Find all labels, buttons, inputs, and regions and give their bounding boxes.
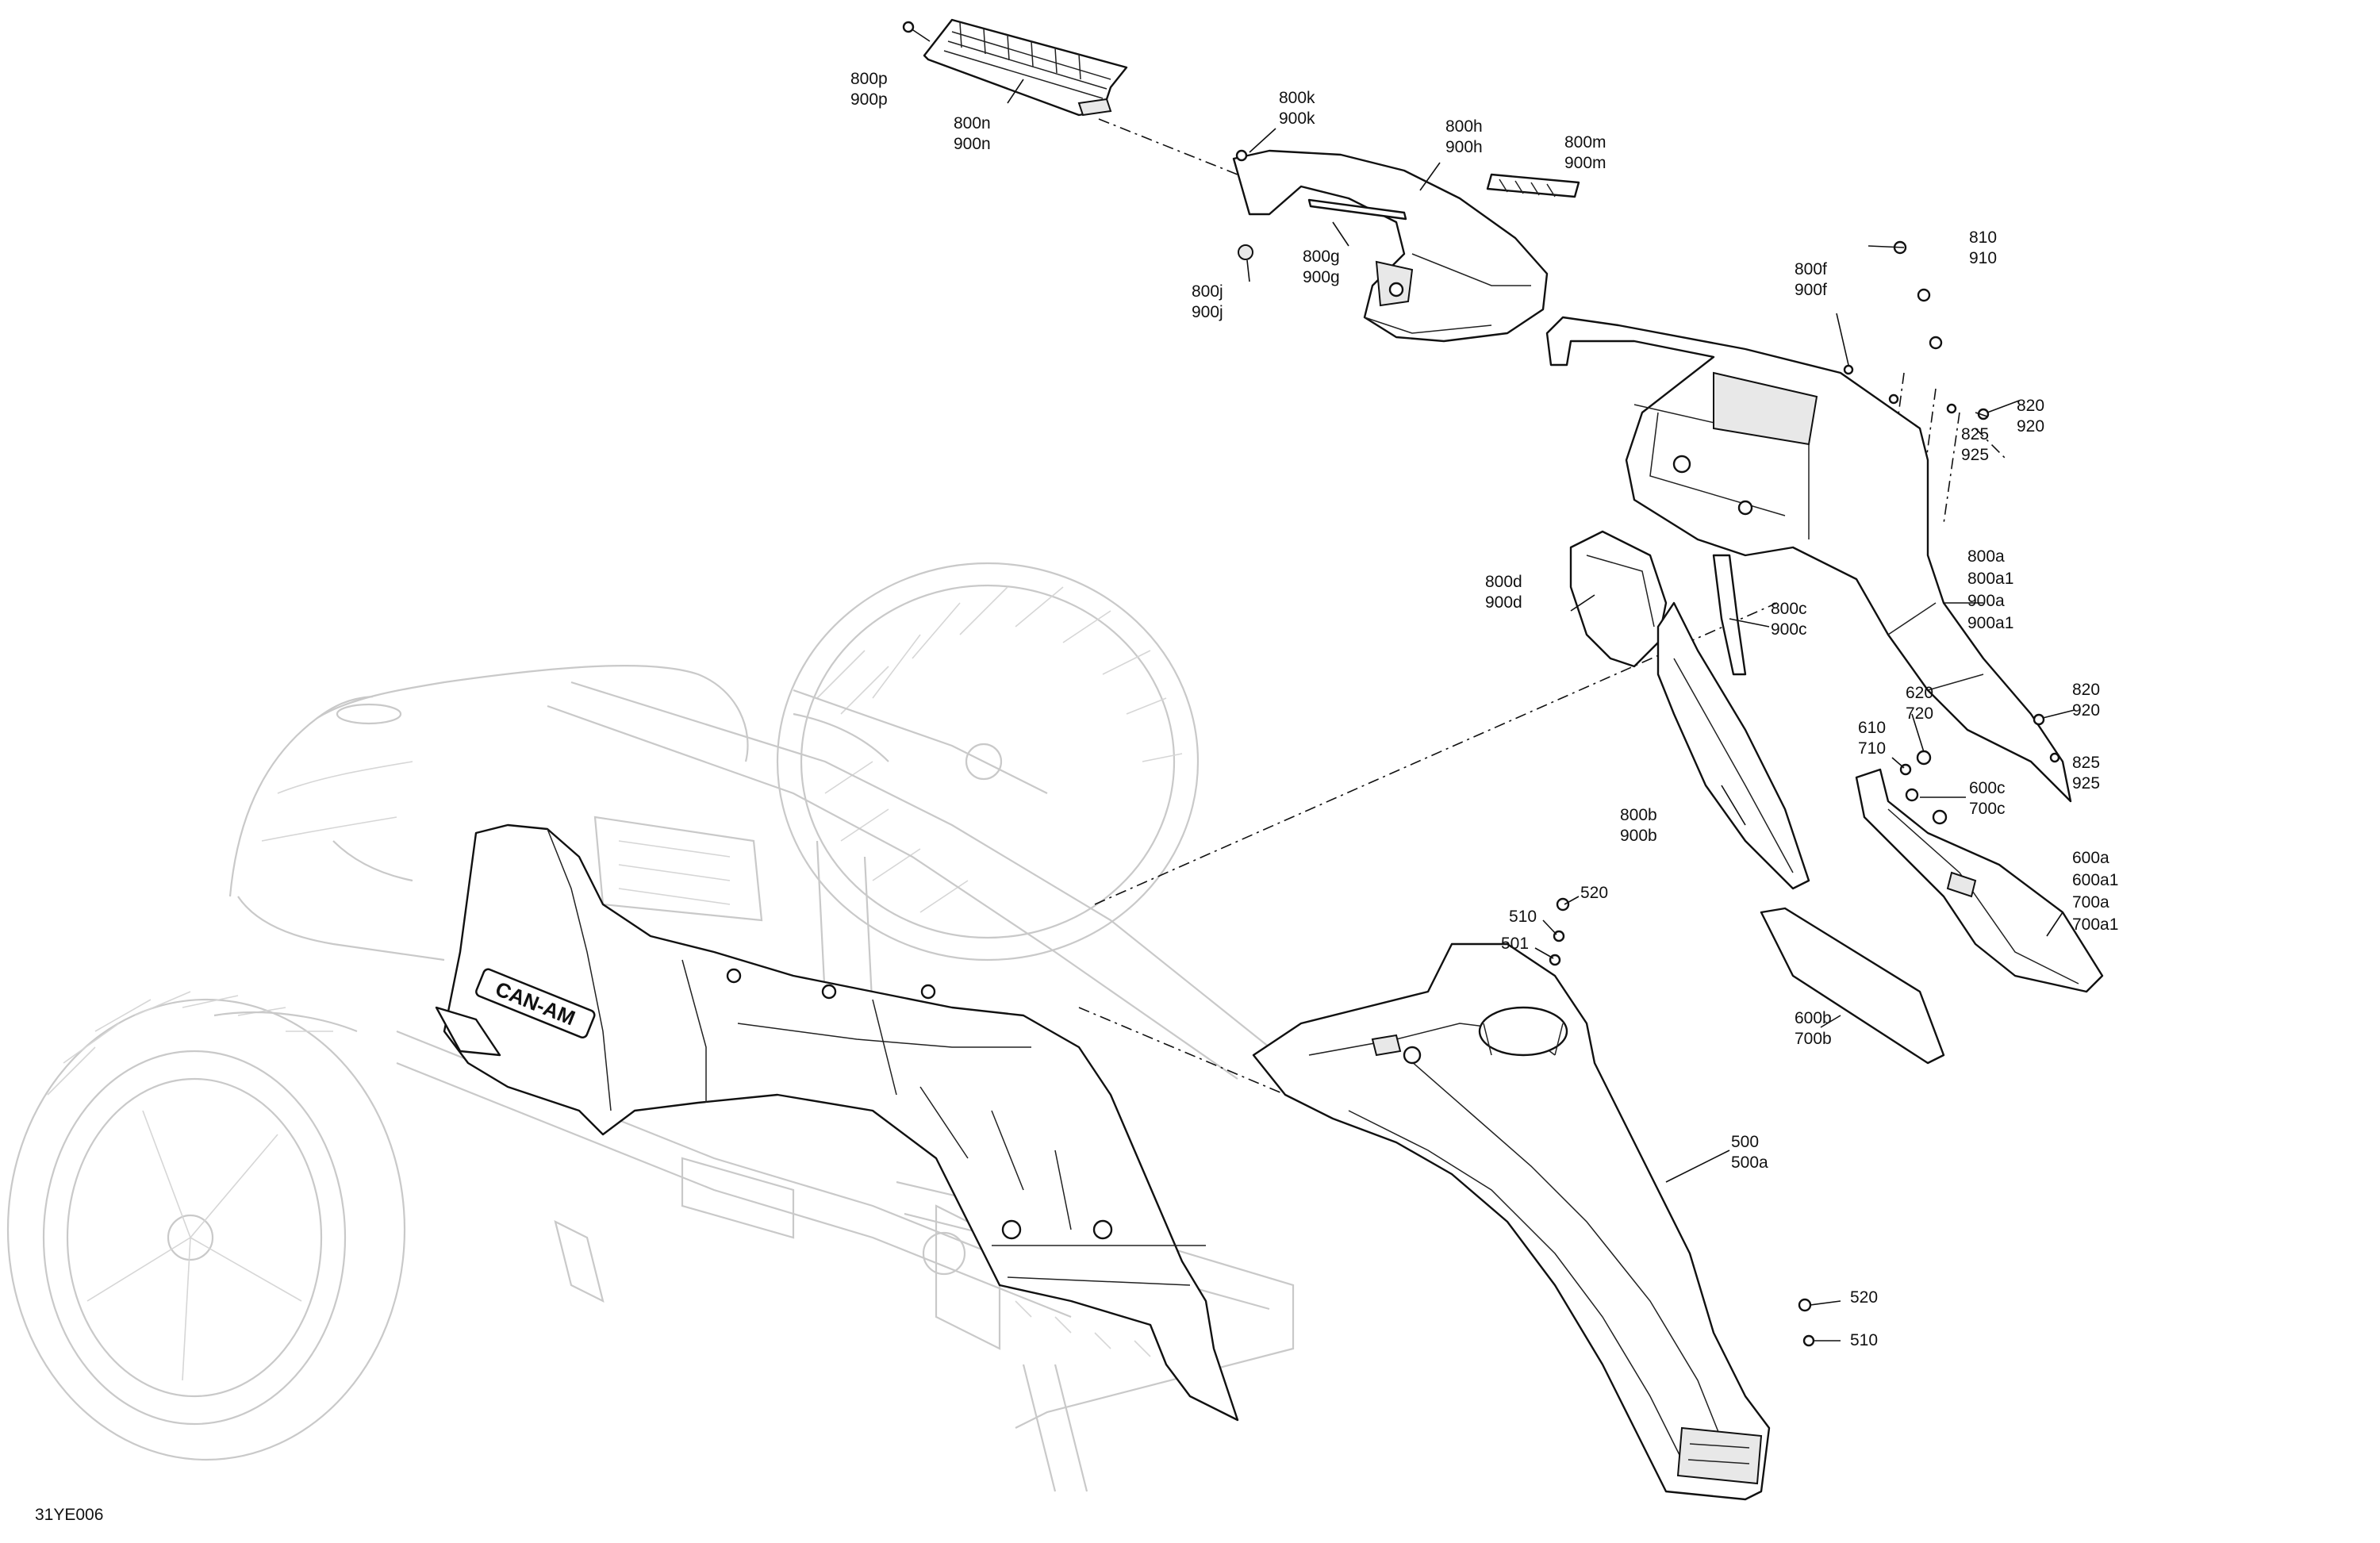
ghosted-vehicle <box>6 562 1295 1492</box>
callout-600c: 600c <box>1969 779 2006 797</box>
callout-900c: 900c <box>1771 620 1807 639</box>
part-800n-vent-panel <box>923 18 1128 117</box>
callout-710: 710 <box>1858 739 1886 758</box>
callout-800h: 800h <box>1445 117 1483 136</box>
callout-600b: 600b <box>1795 1009 1832 1027</box>
rear-wheel <box>776 562 1200 961</box>
screw-800k <box>1235 149 1248 162</box>
part-600b <box>1760 907 1945 1065</box>
callout-910: 910 <box>1969 249 1997 267</box>
bolt-620 <box>1916 750 1932 766</box>
callout-600a: 600a <box>2072 849 2109 867</box>
callout-800p: 800p <box>850 70 888 88</box>
callout-800j: 800j <box>1192 282 1223 301</box>
grommet-600c <box>1905 788 1919 802</box>
callout-800a: 800a <box>1967 547 2005 566</box>
callout-510-bottom: 510 <box>1850 1331 1878 1349</box>
callout-720: 720 <box>1906 704 1933 723</box>
screw-800p <box>902 21 931 42</box>
part-800a-main-side-panel <box>1545 316 2072 803</box>
callout-900m: 900m <box>1564 154 1606 172</box>
washer-501 <box>1549 954 1561 966</box>
callout-825-mid: 825 <box>2072 754 2100 772</box>
body-shell <box>213 665 749 1033</box>
callout-900a1: 900a1 <box>1967 614 2013 632</box>
callout-800g: 800g <box>1303 248 1340 266</box>
callout-900n: 900n <box>954 135 991 153</box>
nut-800j <box>1238 244 1253 260</box>
washer-825a <box>1946 403 1957 414</box>
frame <box>396 681 1295 1492</box>
callout-600a1: 600a1 <box>2072 871 2118 889</box>
part-800c <box>1712 554 1747 676</box>
callout-900h: 900h <box>1445 138 1483 156</box>
drawing-code: 31YE006 <box>35 1506 103 1524</box>
callout-700c: 700c <box>1969 800 2006 818</box>
callout-labels: 800p 900p 800n 900n 800k 900k 800h 900h … <box>850 70 2118 1349</box>
callout-800a1: 800a1 <box>1967 570 2013 588</box>
bolt-520a <box>1556 897 1570 912</box>
callout-900j: 900j <box>1192 303 1223 321</box>
leader-lines <box>1007 79 2063 1341</box>
washer-825b <box>2049 752 2060 763</box>
callout-900f: 900f <box>1795 281 1827 299</box>
callout-900p: 900p <box>850 90 888 109</box>
callout-920-top: 920 <box>2017 417 2044 436</box>
callout-820-mid: 820 <box>2072 681 2100 699</box>
bolt-820b <box>2033 713 2045 726</box>
callout-800k: 800k <box>1279 89 1315 107</box>
front-wheel <box>6 991 406 1461</box>
callout-800c: 800c <box>1771 600 1807 618</box>
nut-600c <box>1932 809 1948 825</box>
callout-900d: 900d <box>1485 593 1522 612</box>
callout-920-mid: 920 <box>2072 701 2100 720</box>
part-800d <box>1569 530 1668 668</box>
callout-925-top: 925 <box>1961 446 1989 464</box>
callout-700b: 700b <box>1795 1030 1832 1048</box>
part-600a <box>1855 768 2104 993</box>
callout-900k: 900k <box>1279 109 1315 128</box>
callout-810: 810 <box>1969 228 1997 247</box>
callout-500: 500 <box>1731 1133 1759 1151</box>
callout-800b: 800b <box>1620 806 1657 824</box>
callout-501: 501 <box>1501 935 1529 953</box>
screw-810c <box>1929 336 1943 350</box>
callout-800n: 800n <box>954 114 991 132</box>
callout-500a: 500a <box>1731 1153 1768 1172</box>
clip-800f <box>1843 364 1854 375</box>
callout-900a: 900a <box>1967 592 2005 610</box>
callout-900g: 900g <box>1303 268 1340 286</box>
part-500-rear-fender <box>1252 942 1771 1501</box>
part-side-body-panel <box>435 823 1239 1422</box>
fasteners <box>1549 240 2075 1347</box>
bolt-520b <box>1798 1298 1812 1312</box>
part-800b <box>1656 601 1810 890</box>
callout-800d: 800d <box>1485 573 1522 591</box>
callout-520-bottom: 520 <box>1850 1288 1878 1307</box>
clip-800f-b <box>1888 393 1899 405</box>
callout-825-top: 825 <box>1961 425 1989 443</box>
callout-900b: 900b <box>1620 827 1657 845</box>
part-800h-upper-cover <box>1232 149 1549 343</box>
callout-700a1: 700a1 <box>2072 915 2118 934</box>
callout-925-mid: 925 <box>2072 774 2100 793</box>
callout-610: 610 <box>1858 719 1886 737</box>
part-800m-decal <box>1486 173 1580 198</box>
callout-820-top: 820 <box>2017 397 2044 415</box>
callout-800m: 800m <box>1564 133 1606 152</box>
callout-620: 620 <box>1906 684 1933 702</box>
callout-700a: 700a <box>2072 893 2109 912</box>
washer-510b <box>1802 1334 1815 1347</box>
screw-810b <box>1917 288 1931 302</box>
callout-800f: 800f <box>1795 260 1827 278</box>
callout-510-top: 510 <box>1509 908 1537 926</box>
callout-520-top: 520 <box>1580 884 1608 902</box>
